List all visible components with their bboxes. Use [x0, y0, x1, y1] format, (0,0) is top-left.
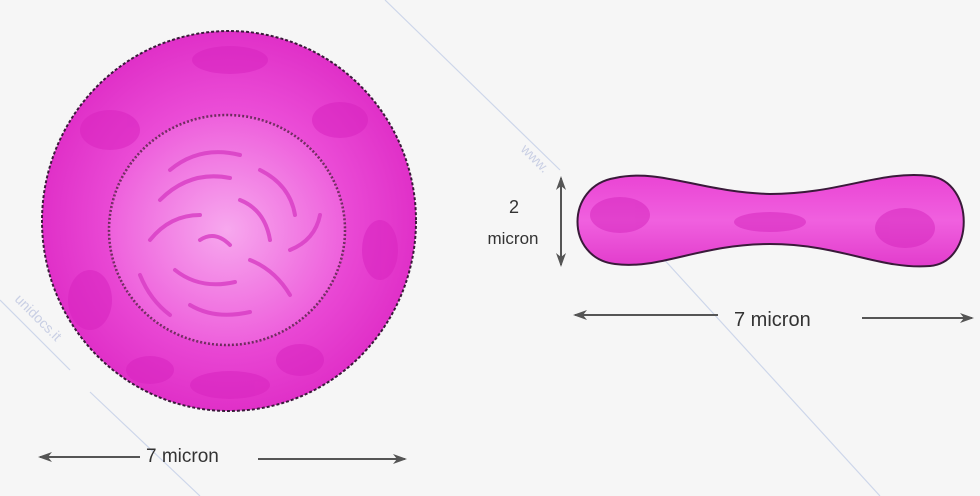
- watermark-text: www.: [517, 140, 553, 176]
- cell-central-pallor: [109, 115, 345, 345]
- side-length-label: 7 micron: [734, 309, 811, 331]
- cell-side-view: [578, 175, 964, 266]
- front-width-dimension: 7 micron: [40, 446, 405, 467]
- side-thickness-unit: micron: [487, 229, 538, 248]
- side-thickness-value: 2: [509, 197, 519, 217]
- front-width-label: 7 micron: [146, 446, 219, 467]
- side-thickness-dimension: 2 micron: [487, 178, 561, 265]
- watermark-text: unidocs.it: [12, 291, 65, 344]
- watermark-line: [660, 255, 880, 496]
- side-length-dimension: 7 micron: [575, 309, 972, 331]
- watermark-line: [90, 392, 200, 496]
- cell-front-view: [42, 31, 416, 411]
